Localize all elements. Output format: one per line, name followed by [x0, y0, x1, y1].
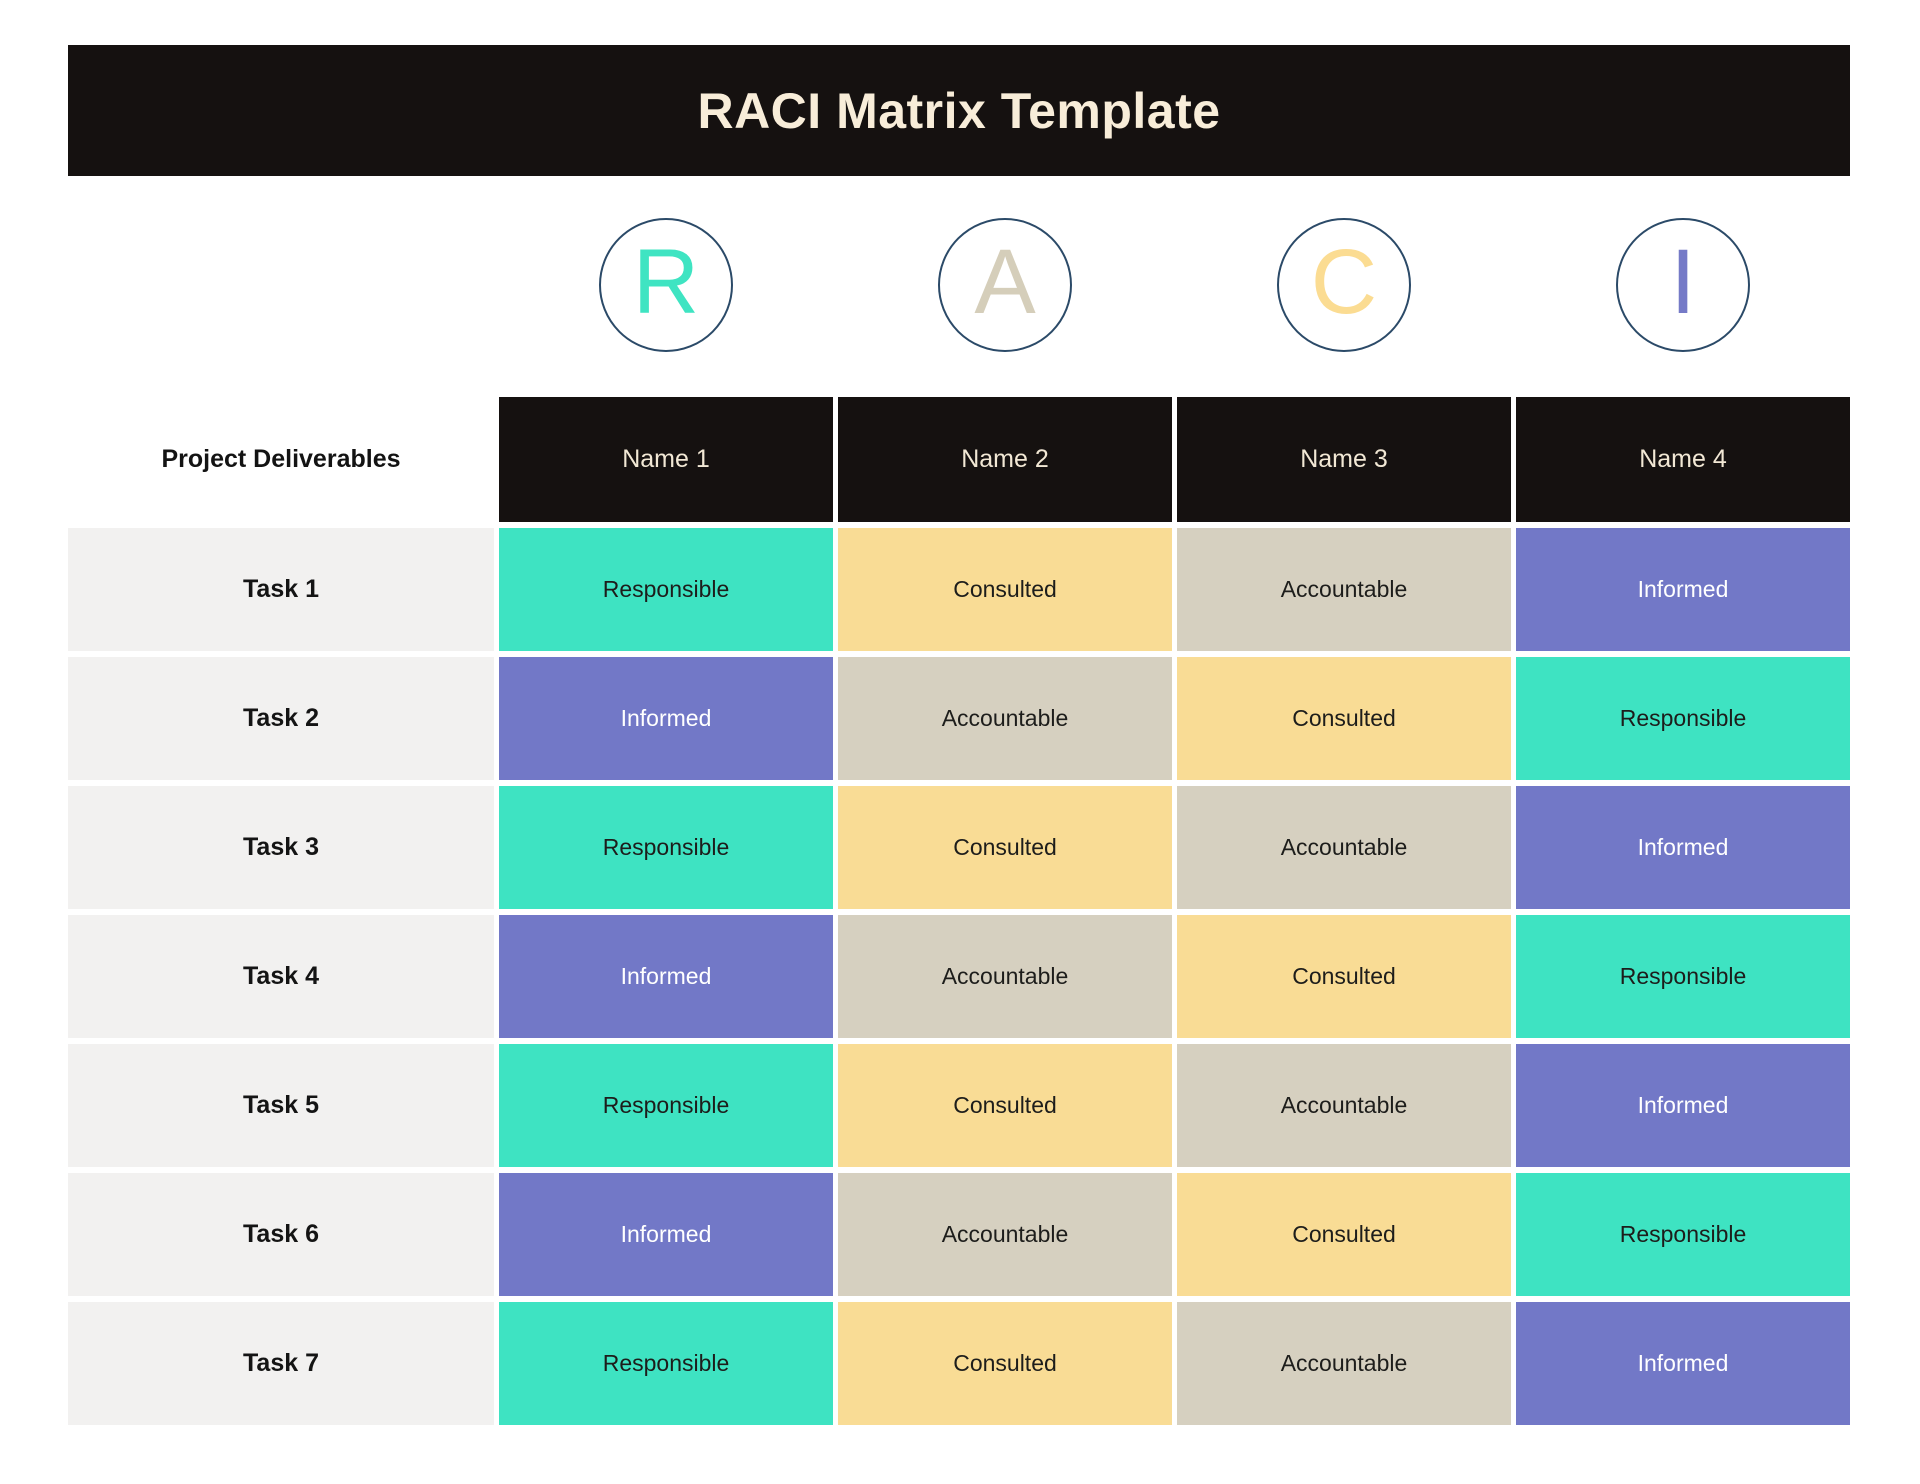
- legend-letter-a: A: [974, 231, 1036, 333]
- role-cell: Responsible: [1516, 1173, 1850, 1296]
- legend-letter-c: C: [1310, 231, 1378, 333]
- role-cell: Informed: [499, 657, 833, 780]
- role-cell: Responsible: [499, 1044, 833, 1167]
- column-header-name-3: Name 3: [1177, 397, 1511, 522]
- task-label-4: Task 4: [68, 915, 494, 1038]
- column-header-name-4: Name 4: [1516, 397, 1850, 522]
- role-cell: Consulted: [1177, 657, 1511, 780]
- legend-cell-c: C: [1177, 217, 1511, 353]
- role-cell: Consulted: [838, 786, 1172, 909]
- task-label-1: Task 1: [68, 528, 494, 651]
- role-cell: Accountable: [838, 915, 1172, 1038]
- role-cell: Accountable: [838, 657, 1172, 780]
- task-label-2: Task 2: [68, 657, 494, 780]
- column-header-name-1: Name 1: [499, 397, 833, 522]
- role-cell: Accountable: [1177, 1044, 1511, 1167]
- legend-cell-a: A: [838, 217, 1172, 353]
- task-label-7: Task 7: [68, 1302, 494, 1425]
- role-cell: Responsible: [499, 786, 833, 909]
- role-cell: Responsible: [1516, 915, 1850, 1038]
- legend-spacer: [68, 217, 494, 353]
- role-cell: Informed: [1516, 528, 1850, 651]
- column-header-name-2: Name 2: [838, 397, 1172, 522]
- role-cell: Informed: [1516, 1302, 1850, 1425]
- legend-circle-i: I: [1616, 218, 1750, 352]
- legend-letter-i: I: [1670, 231, 1696, 333]
- task-label-6: Task 6: [68, 1173, 494, 1296]
- role-cell: Responsible: [499, 1302, 833, 1425]
- role-cell: Responsible: [499, 528, 833, 651]
- column-header-project-deliverables: Project Deliverables: [68, 397, 494, 522]
- role-cell: Informed: [499, 1173, 833, 1296]
- role-cell: Consulted: [838, 1302, 1172, 1425]
- task-label-5: Task 5: [68, 1044, 494, 1167]
- legend-circle-c: C: [1277, 218, 1411, 352]
- role-cell: Consulted: [838, 528, 1172, 651]
- role-cell: Accountable: [1177, 528, 1511, 651]
- legend-cell-i: I: [1516, 217, 1850, 353]
- role-cell: Accountable: [1177, 1302, 1511, 1425]
- legend-circle-r: R: [599, 218, 733, 352]
- page-title: RACI Matrix Template: [697, 82, 1221, 139]
- role-cell: Responsible: [1516, 657, 1850, 780]
- legend-circle-a: A: [938, 218, 1072, 352]
- task-label-3: Task 3: [68, 786, 494, 909]
- role-cell: Accountable: [1177, 786, 1511, 909]
- role-cell: Consulted: [1177, 1173, 1511, 1296]
- role-cell: Informed: [1516, 786, 1850, 909]
- role-cell: Consulted: [1177, 915, 1511, 1038]
- role-cell: Consulted: [838, 1044, 1172, 1167]
- role-cell: Informed: [1516, 1044, 1850, 1167]
- legend-cell-r: R: [499, 217, 833, 353]
- title-banner: RACI Matrix Template: [68, 45, 1850, 176]
- role-cell: Informed: [499, 915, 833, 1038]
- role-cell: Accountable: [838, 1173, 1172, 1296]
- legend-letter-r: R: [632, 231, 700, 333]
